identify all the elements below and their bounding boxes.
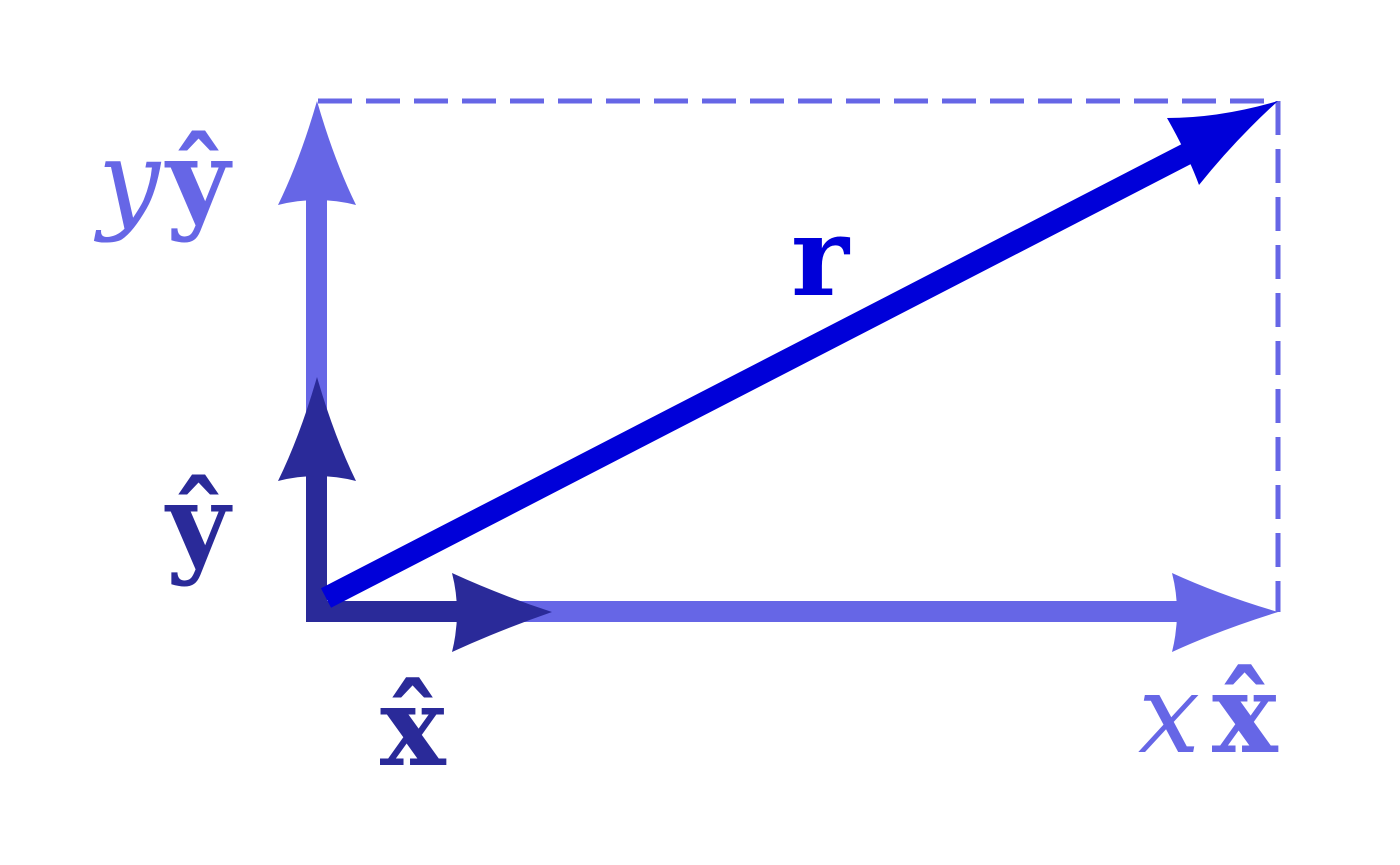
y-component-unit: ŷ: [164, 115, 233, 244]
r-vector-arrow: [320, 101, 1278, 608]
y-component-label: y ŷ: [93, 115, 233, 244]
x-unit-label: x̂: [380, 662, 447, 791]
y-unit-arrow: [278, 377, 356, 622]
r-vector-label: r: [791, 192, 851, 321]
y-unit-label: ŷ: [164, 459, 233, 588]
x-component-label: x x̂: [1138, 649, 1279, 778]
y-component-coef: y: [93, 116, 162, 244]
x-component-unit: x̂: [1212, 649, 1279, 778]
x-component-coef: x: [1138, 650, 1200, 778]
x-unit-arrow: [306, 573, 552, 652]
